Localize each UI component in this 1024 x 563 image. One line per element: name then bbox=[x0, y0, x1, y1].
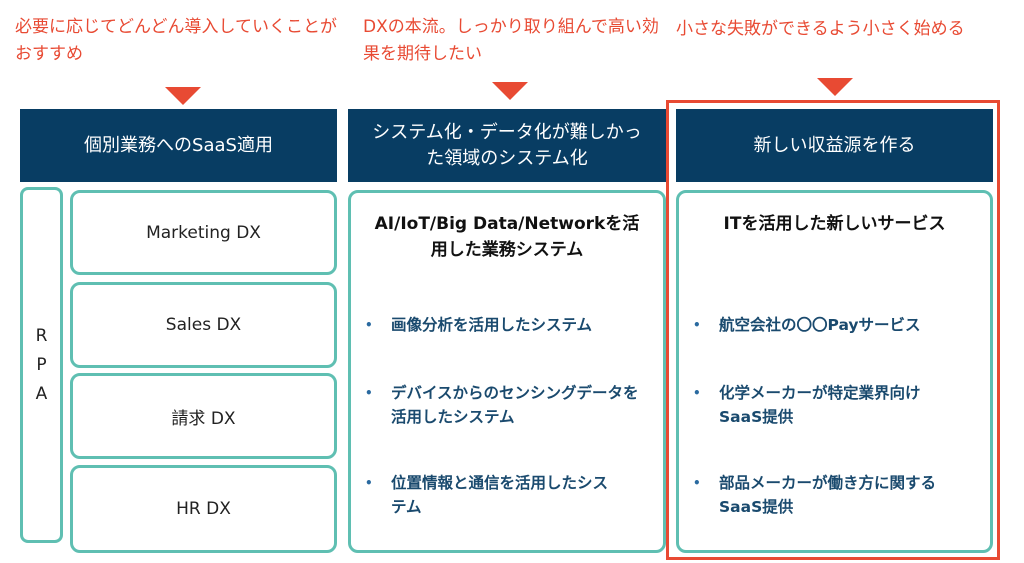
note-col3: 小さな失敗ができるよう小さく始める bbox=[676, 19, 965, 39]
list-item: 航空会社の〇〇Payサービス bbox=[679, 313, 990, 337]
item-marketing-dx: Marketing DX bbox=[70, 190, 337, 275]
arrow-down-icon bbox=[165, 87, 201, 105]
list-item: デバイスからのセンシングデータを活用したシステム bbox=[351, 381, 663, 429]
col3-box: ITを活用した新しいサービス 航空会社の〇〇Payサービス 化学メーカーが特定業… bbox=[676, 190, 993, 553]
item-hr-dx: HR DX bbox=[70, 465, 337, 553]
item-sales-dx: Sales DX bbox=[70, 282, 337, 368]
list-item: 部品メーカーが働き方に関するSaaS提供 bbox=[679, 471, 990, 519]
col2-box: AI/IoT/Big Data/Networkを活用した業務システム 画像分析を… bbox=[348, 190, 666, 553]
list-item: 化学メーカーが特定業界向けSaaS提供 bbox=[679, 381, 990, 429]
note-col2: DXの本流。しっかり取り組んで高い効果を期待したい bbox=[363, 17, 659, 64]
item-billing-dx: 請求 DX bbox=[70, 373, 337, 459]
header-systemization: システム化・データ化が難しかった領域のシステム化 bbox=[348, 109, 666, 182]
list-item: 位置情報と通信を活用したシステム bbox=[351, 471, 663, 519]
header-saas: 個別業務へのSaaS適用 bbox=[20, 109, 337, 182]
col3-title: ITを活用した新しいサービス bbox=[723, 214, 946, 234]
arrow-down-icon bbox=[817, 78, 853, 96]
arrow-down-icon bbox=[492, 82, 528, 100]
note-col1: 必要に応じてどんどん導入していくことがおすすめ bbox=[15, 17, 337, 64]
rpa-box: R P A bbox=[20, 187, 63, 543]
col2-title: AI/IoT/Big Data/Networkを活用した業務システム bbox=[374, 214, 640, 260]
highlight-frame bbox=[666, 100, 1000, 560]
header-new-revenue: 新しい収益源を作る bbox=[676, 109, 993, 182]
list-item: 画像分析を活用したシステム bbox=[351, 313, 663, 337]
